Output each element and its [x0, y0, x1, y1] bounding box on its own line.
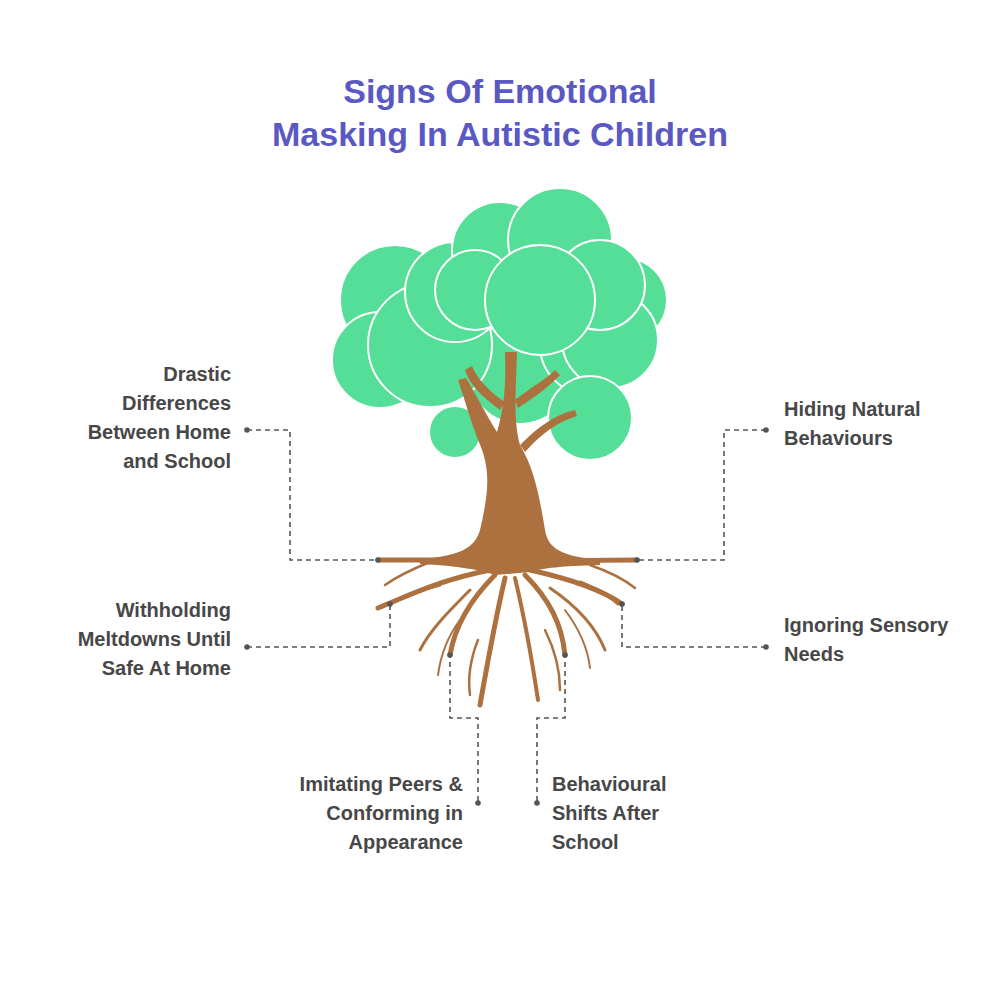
sign-label: Imitating Peers & Conforming in Appearan…: [293, 770, 463, 857]
diagram-title: Signs Of Emotional Masking In Autistic C…: [272, 70, 728, 156]
sign-label: Drastic Differences Between Home and Sch…: [61, 360, 231, 476]
leader-lines: [247, 430, 766, 801]
sign-label: Hiding Natural Behaviours: [784, 395, 954, 453]
tree-canopy: [332, 188, 667, 460]
sign-label: Behavioural Shifts After School: [552, 770, 722, 857]
tree-roots: [378, 560, 637, 705]
leader-dots: [244, 427, 769, 806]
sign-label: Withholding Meltdowns Until Safe At Home: [61, 596, 231, 683]
tree-trunk: [420, 352, 600, 575]
sign-label: Ignoring Sensory Needs: [784, 611, 954, 669]
